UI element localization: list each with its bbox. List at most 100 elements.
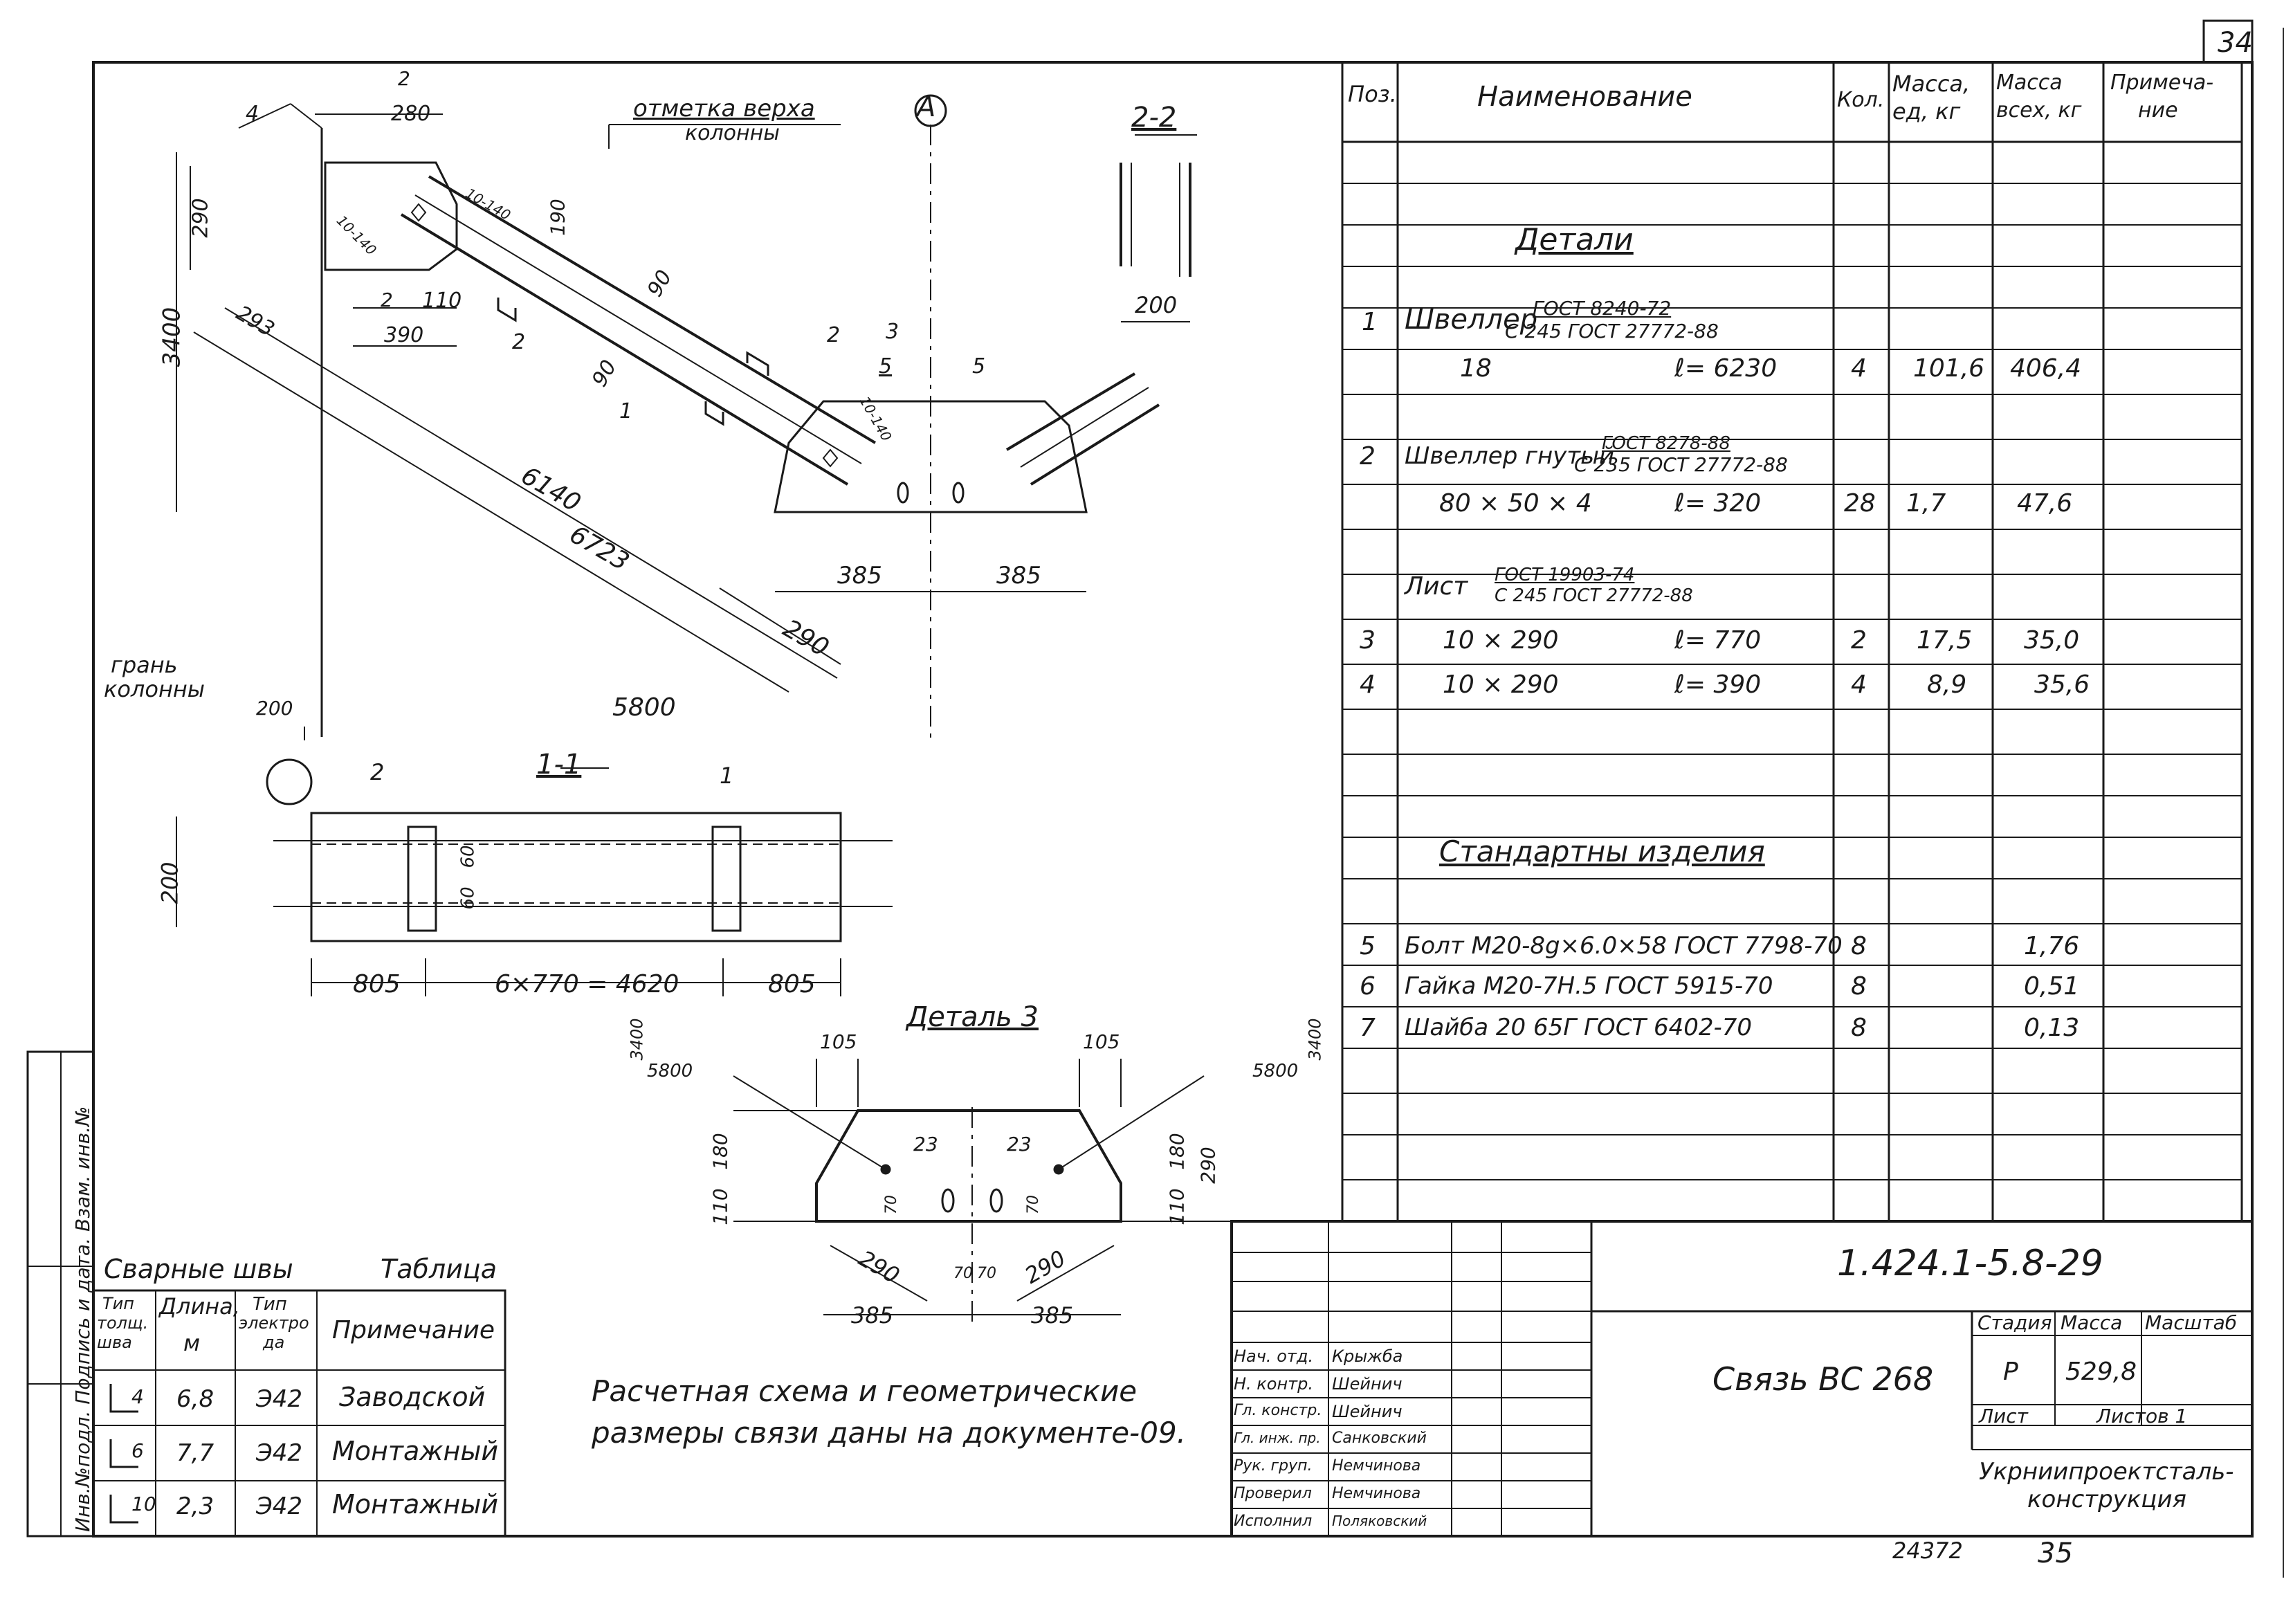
dim-110: 110	[422, 289, 462, 313]
note-top-of-column-1: отметка верха	[633, 95, 815, 122]
dim-805b: 805	[768, 970, 816, 998]
dim-23a: 23	[913, 1133, 938, 1156]
row7-m2: 35,6	[2034, 670, 2090, 699]
row2-m2: 406,4	[2010, 354, 2082, 383]
name-3: Шейнич	[1332, 1402, 1403, 1421]
sheet-number-box	[2202, 19, 2254, 62]
row6-qty: 2	[1851, 626, 1867, 655]
section-1-1-label: 1-1	[536, 749, 582, 781]
spec-header-mass1b: ед, кг	[1892, 98, 1961, 125]
row7-qty: 4	[1851, 670, 1867, 699]
weld-r3-len: 2,3	[176, 1493, 214, 1520]
scale-label: Масштаб	[2145, 1311, 2238, 1334]
dim-60b: 60	[457, 886, 479, 910]
weld-r1-type: 4	[131, 1385, 144, 1408]
row3-std-top: ГОСТ 8278-88	[1602, 433, 1730, 454]
spec-header-note-b: ние	[2138, 98, 2178, 122]
row9-pos: 6	[1360, 972, 1376, 1001]
dim-290: 290	[188, 198, 213, 238]
row5-std-top: ГОСТ 19903-74	[1495, 565, 1635, 585]
column-face-2: колонны	[104, 676, 205, 702]
dim-23b: 23	[1007, 1133, 1032, 1156]
row5-name: Лист	[1405, 572, 1468, 601]
sheets-label: Листов 1	[2096, 1405, 2188, 1427]
row4-m2: 47,6	[2017, 489, 2073, 518]
row4-name: 80 × 50 × 4	[1439, 489, 1592, 518]
section-details: Детали	[1515, 222, 1634, 257]
row8-name: Болт М20-8g×6.0×58 ГОСТ 7798-70	[1405, 932, 1843, 960]
row3-name: Швеллер гнутый	[1405, 442, 1615, 470]
row6-pos: 3	[1360, 626, 1376, 655]
dim-200b: 200	[256, 697, 293, 720]
role-2: Н. контр.	[1234, 1374, 1314, 1394]
role-1: Нач. отд.	[1234, 1347, 1314, 1366]
dim-5800: 5800	[612, 693, 676, 722]
stage-value: Р	[2003, 1358, 2018, 1386]
dim-385b: 385	[996, 562, 1041, 590]
weld-r3-type: 10	[131, 1493, 156, 1515]
ref-mark: 4	[246, 102, 259, 126]
dim-805a: 805	[353, 970, 401, 998]
section-mark: 2	[398, 67, 410, 90]
dim-70b: 70	[1025, 1195, 1042, 1214]
dim-70c: 70	[953, 1265, 973, 1282]
name-5: Немчинова	[1332, 1457, 1421, 1475]
row7-pos: 4	[1360, 670, 1376, 699]
slope-l-bot: 5800	[647, 1061, 693, 1082]
spec-table-grid	[1341, 62, 2243, 1221]
dim-60a: 60	[457, 845, 479, 868]
weld-h-len-a: Длина,	[159, 1293, 240, 1320]
name-1: Крыжба	[1332, 1347, 1403, 1366]
dim-385a: 385	[837, 562, 882, 590]
section-standard: Стандартны изделия	[1439, 834, 1765, 868]
dim-290c: 290	[1196, 1147, 1220, 1184]
row8-pos: 5	[1360, 932, 1376, 960]
page-number-bottom: 35	[2038, 1538, 2073, 1569]
row7-name: 10 × 290	[1443, 670, 1559, 699]
row2-qty: 4	[1851, 354, 1867, 383]
stage-label: Стадия	[1977, 1311, 2052, 1334]
row10-pos: 7	[1360, 1014, 1376, 1042]
weld-title-left: Сварные швы	[104, 1254, 293, 1284]
name-2: Шейнич	[1332, 1374, 1403, 1394]
role-6: Проверил	[1234, 1485, 1312, 1502]
pos-2b: 2	[512, 330, 526, 354]
note-top-of-column-2: колонны	[685, 121, 780, 145]
pos-2c: 2	[827, 323, 841, 347]
spec-header-name: Наименование	[1477, 81, 1692, 113]
row9-qty: 8	[1851, 972, 1867, 1001]
note-line-2: размеры связи даны на документе-09.	[592, 1416, 1187, 1450]
slope-r-top: 3400	[1305, 1018, 1325, 1061]
dim-280: 280	[391, 102, 431, 126]
row3-pos: 2	[1360, 442, 1376, 471]
axis-label: А	[917, 91, 936, 123]
section-1-1-view	[176, 767, 893, 996]
detail-3-view	[733, 1059, 1232, 1329]
weld-h-type-c: шва	[97, 1333, 132, 1352]
spec-header-mass1a: Масса,	[1892, 71, 1971, 97]
sheet-number: 34	[2218, 27, 2253, 59]
pos-3: 3	[886, 320, 899, 344]
weld-table-grid	[92, 1289, 506, 1538]
row1-pos: 1	[1362, 308, 1378, 336]
weld-r3-note: Монтажный	[332, 1489, 499, 1520]
row5-std-bot: С 245 ГОСТ 27772-88	[1495, 585, 1693, 606]
row2-len: ℓ= 6230	[1674, 354, 1778, 383]
role-3: Гл. констр.	[1234, 1402, 1322, 1419]
weld-h-type-a: Тип	[102, 1294, 134, 1313]
spec-header-mass2b: всех, кг	[1996, 98, 2082, 122]
sheet-frame	[92, 61, 2254, 1538]
dim-6x770: 6×770 = 4620	[495, 970, 679, 998]
row9-m2: 0,51	[2024, 972, 2080, 1001]
dim-390: 390	[384, 323, 424, 347]
pos-1-sec: 1	[720, 763, 734, 789]
weld-h-el-c: да	[263, 1333, 285, 1352]
name-4: Санковский	[1332, 1430, 1427, 1447]
weld-r2-note: Монтажный	[332, 1436, 499, 1466]
detail-3-label: Деталь 3	[906, 1001, 1039, 1033]
weld-r1-len: 6,8	[176, 1385, 214, 1413]
row1-std-top: ГОСТ 8240-72	[1533, 297, 1672, 320]
row1-std-bot: С 245 ГОСТ 27772-88	[1505, 320, 1719, 343]
slope-l-top: 3400	[627, 1018, 647, 1061]
